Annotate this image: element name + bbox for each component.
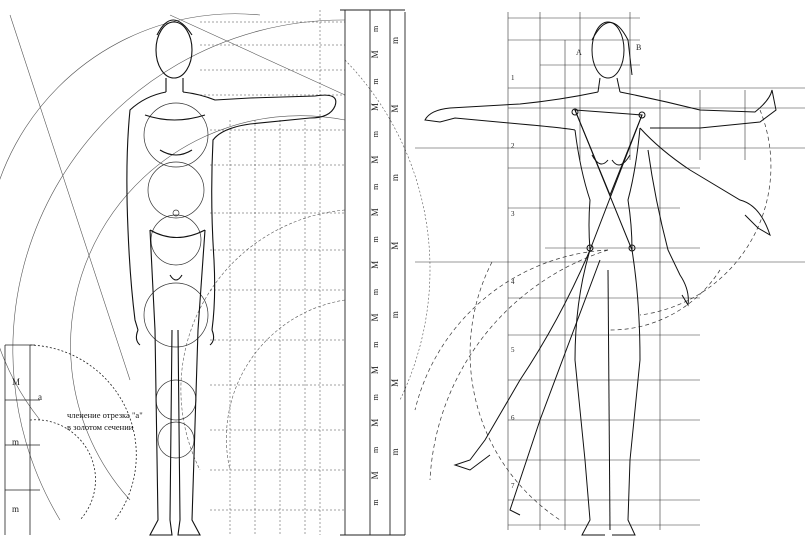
- scale-letter: M: [370, 419, 380, 427]
- outer-scale-letter: m: [390, 311, 400, 318]
- grid-number: 2: [511, 142, 515, 150]
- inset-label-2: a: [38, 392, 42, 402]
- female-figure: [425, 22, 776, 535]
- scale-letter: M: [370, 471, 380, 479]
- grid-number: 1: [511, 74, 515, 82]
- scale-letter: m: [371, 341, 380, 348]
- right-plate: [415, 12, 805, 535]
- left-plate-labels: членение отрезка "a" в золотом сечении M…: [12, 377, 143, 514]
- golden-section-inset: [5, 345, 136, 535]
- grid-number: 3: [511, 210, 515, 218]
- scale-letter: M: [370, 261, 380, 269]
- outer-scale-letter: m: [390, 174, 400, 181]
- proportion-grid: [415, 12, 805, 530]
- vertical-guides: [230, 10, 320, 535]
- left-plate: [0, 10, 430, 535]
- head: [592, 22, 624, 78]
- grid-numbers: 1 2 3 4 5 6 7: [511, 74, 515, 490]
- inset-label-3: m: [12, 504, 19, 514]
- outer-scale-letter: m: [390, 448, 400, 455]
- point-label-b: B: [636, 43, 641, 52]
- caption-line-2: в золотом сечении: [67, 422, 134, 432]
- head: [156, 22, 192, 78]
- outer-scale-letter: M: [390, 105, 400, 113]
- scale-letter: m: [371, 393, 380, 400]
- scale-letter: m: [371, 499, 380, 506]
- point-label-a: A: [576, 48, 582, 57]
- scale-letter: m: [371, 183, 380, 190]
- outer-scale-letter: M: [390, 242, 400, 250]
- construction-arcs: [0, 14, 430, 520]
- scale-letter: m: [371, 25, 380, 32]
- scale-letter: M: [370, 103, 380, 111]
- scale-letter: m: [371, 78, 380, 85]
- scale-letter: m: [371, 236, 380, 243]
- scale-letter: M: [370, 313, 380, 321]
- right-plate-labels: A B: [576, 43, 641, 57]
- grid-number: 6: [511, 414, 515, 422]
- inset-label-1: m: [12, 437, 19, 447]
- grid-number: 4: [511, 278, 515, 286]
- grid-number: 5: [511, 346, 515, 354]
- scale-letter: m: [371, 130, 380, 137]
- caption-line-1: членение отрезка "a": [67, 410, 143, 420]
- outer-scale-letter: m: [390, 37, 400, 44]
- male-figure: [127, 20, 336, 535]
- scale-letter: M: [370, 156, 380, 164]
- outer-scale-letter: M: [390, 379, 400, 387]
- movement-arcs: [415, 110, 771, 520]
- scale-letter: M: [370, 50, 380, 58]
- scale-letter: M: [370, 366, 380, 374]
- inset-label-0: M: [12, 377, 20, 387]
- scale-letter: M: [370, 208, 380, 216]
- grid-number: 7: [511, 482, 515, 490]
- scale-letter: m: [371, 288, 380, 295]
- scale-letter: m: [371, 446, 380, 453]
